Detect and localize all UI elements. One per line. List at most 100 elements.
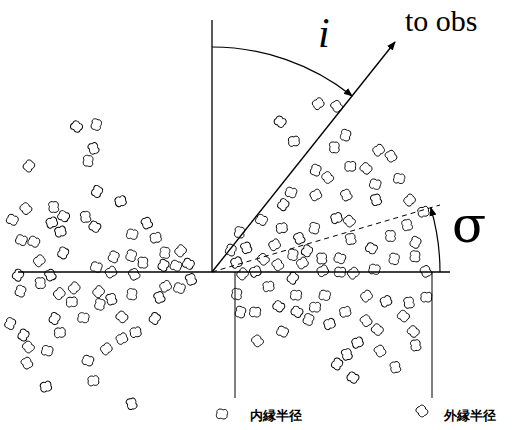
dust-cloud [275, 222, 288, 235]
angle-symbol: i [318, 12, 330, 54]
dust-cloud [292, 231, 306, 246]
dust-cloud [276, 325, 290, 338]
dust-cloud [14, 284, 26, 297]
dust-cloud [48, 201, 60, 214]
dust-cloud [105, 292, 119, 306]
dust-cloud [5, 213, 19, 226]
inner-radius-marker [235, 272, 236, 398]
dust-cloud [359, 313, 374, 328]
dust-cloud [315, 264, 330, 279]
dust-cloud [149, 231, 163, 244]
dust-cloud [359, 288, 374, 303]
dust-cloud [346, 266, 361, 281]
dust-cloud [379, 294, 394, 308]
dust-cloud [160, 247, 170, 258]
dust-cloud [389, 360, 402, 374]
sigma-arc [431, 208, 440, 272]
dust-cloud [286, 271, 300, 286]
dust-cloud [127, 288, 137, 299]
dust-cloud [169, 259, 183, 272]
dust-cloud [276, 197, 290, 212]
dust-cloud [416, 205, 430, 218]
outer-radius-marker [432, 272, 433, 398]
dust-cloud [364, 241, 378, 255]
dust-cloud [44, 215, 59, 229]
dust-cloud [140, 216, 154, 231]
dust-cloud [420, 292, 432, 303]
dust-cloud [57, 246, 70, 260]
dust-cloud [389, 253, 400, 265]
dust-cloud [319, 290, 331, 301]
dust-cloud [340, 347, 354, 361]
dust-cloud [216, 409, 227, 419]
dust-cloud [32, 253, 47, 268]
dust-cloud [249, 307, 261, 318]
dust-cloud [333, 252, 346, 264]
dust-cloud [21, 339, 36, 354]
dust-cloud [406, 324, 421, 339]
dust-cloud [232, 288, 242, 299]
dust-cloud [18, 201, 33, 216]
dust-cloud [181, 257, 195, 271]
dust-cloud [27, 235, 41, 248]
dust-cloud [114, 310, 129, 325]
dust-cloud [369, 264, 381, 275]
dust-cloud [287, 135, 300, 147]
dust-cloud [22, 158, 37, 173]
dust-cloud [125, 397, 138, 411]
dust-cloud [173, 282, 186, 294]
dust-cloud [91, 284, 106, 299]
dust-cloud [309, 302, 321, 313]
dust-cloud [285, 187, 298, 199]
vertical-axis [211, 20, 212, 272]
dust-cloud [152, 290, 166, 305]
torus-edge-dashed [212, 205, 440, 272]
angle-symbol: σ [452, 200, 486, 250]
dust-cloud [125, 249, 137, 262]
dust-cloud [262, 280, 275, 292]
dust-cloud [290, 290, 302, 301]
dust-cloud [295, 256, 310, 271]
dust-cloud [385, 230, 396, 243]
dust-cloud [393, 173, 404, 183]
dust-cloud [79, 210, 91, 223]
dust-cloud [113, 195, 127, 209]
dust-cloud [229, 255, 244, 269]
dust-cloud [320, 170, 335, 185]
dust-cloud [410, 250, 421, 262]
dust-cloud [11, 268, 25, 283]
dust-cloud [414, 403, 429, 418]
dust-cloud [342, 214, 357, 229]
dust-cloud [340, 129, 352, 142]
dust-cloud [329, 99, 344, 114]
dust-cloud [290, 305, 305, 319]
dust-cloud [310, 163, 322, 176]
dust-cloud [184, 272, 198, 287]
dust-cloud [329, 211, 343, 225]
dust-cloud [83, 155, 93, 167]
dust-cloud [52, 286, 67, 301]
dust-cloud [17, 328, 31, 342]
dust-cloud [369, 178, 382, 189]
dust-cloud [330, 357, 344, 372]
dust-cloud [271, 299, 286, 313]
dust-cloud [384, 149, 399, 164]
dust-cloud [57, 210, 71, 223]
dust-cloud [235, 266, 250, 281]
dust-cloud [39, 380, 53, 393]
dust-cloud [91, 118, 102, 131]
dust-cloud [400, 218, 413, 232]
dust-cloud [129, 326, 143, 339]
dust-cloud [344, 232, 357, 246]
dust-cloud [369, 193, 383, 207]
dust-cloud [270, 257, 285, 272]
cloud-group [4, 96, 434, 419]
dust-cloud [148, 311, 162, 326]
dust-cloud [329, 141, 340, 153]
dust-cloud [273, 115, 288, 129]
dust-cloud [350, 335, 365, 349]
dust-cloud [409, 235, 422, 249]
dust-cloud [41, 345, 53, 356]
dust-cloud [288, 249, 299, 261]
